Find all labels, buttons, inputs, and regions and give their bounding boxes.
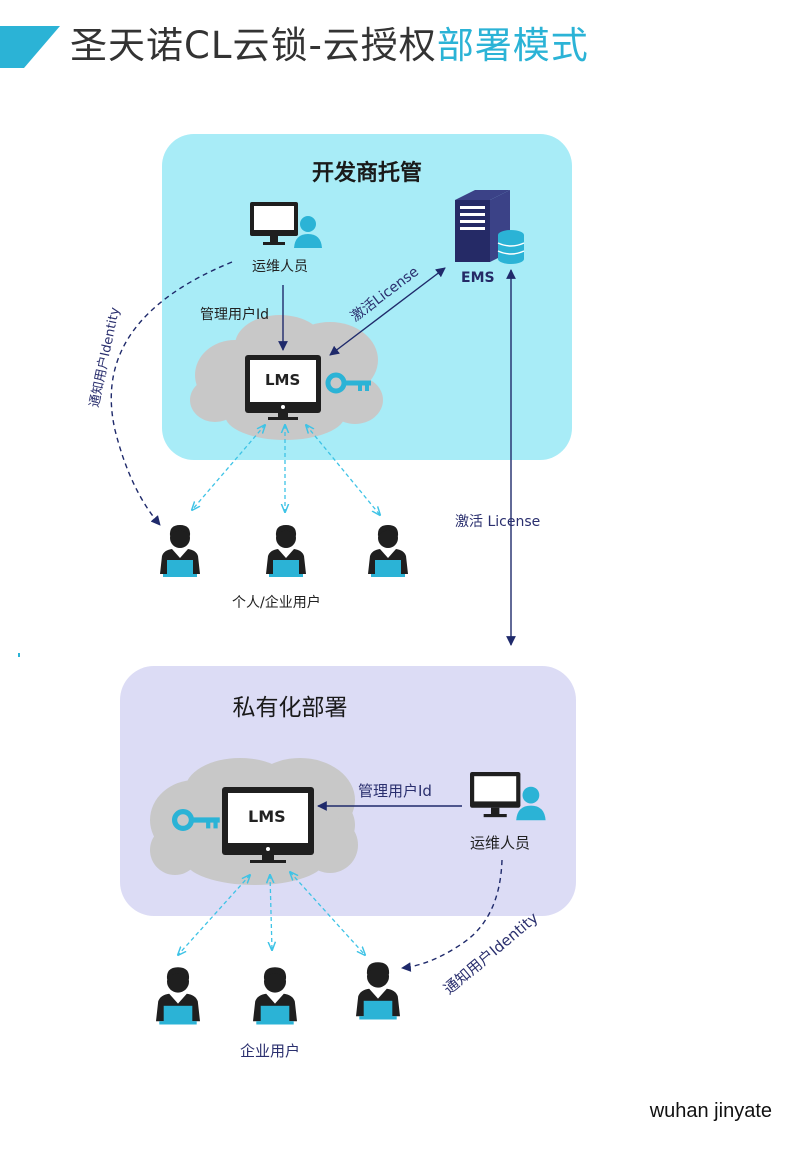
- bottom-user-icon-2: [253, 967, 297, 1025]
- top-user-icon-3: [368, 525, 408, 577]
- top-lms-monitor-icon: [245, 355, 321, 420]
- bottom-lms-monitor-icon: [222, 787, 314, 863]
- bottom-manage-label: 管理用户Id: [358, 782, 432, 800]
- bottom-notify-label: 通知用户Identity: [440, 909, 542, 998]
- top-panel-title: 开发商托管: [311, 161, 422, 186]
- top-manage-label: 管理用户Id: [200, 307, 270, 323]
- bottom-user-link-middle: [270, 875, 272, 950]
- top-activate-arrow: [329, 267, 446, 356]
- top-user-icon-1: [160, 525, 200, 577]
- bottom-user-icon-3: [356, 962, 400, 1020]
- page-title-accent: 部署模式: [436, 24, 589, 67]
- page-title-main: 圣天诺CL云锁-云授权: [70, 24, 437, 67]
- bottom-users-label: 企业用户: [240, 1042, 301, 1060]
- watermark-text: wuhan jinyate: [649, 1100, 772, 1122]
- top-user-link-left: [192, 425, 265, 510]
- bottom-user-link-right: [290, 872, 365, 955]
- ems-activate-label: 激活 License: [455, 514, 541, 530]
- bottom-panel-title: 私有化部署: [232, 695, 348, 721]
- bottom-ops-label: 运维人员: [470, 834, 531, 852]
- bottom-user-icon-1: [156, 967, 200, 1025]
- bottom-user-link-left: [178, 875, 250, 955]
- top-user-link-right: [306, 425, 380, 515]
- top-user-icon-2: [266, 525, 306, 577]
- top-notify-label: 通知用户Identity: [86, 306, 123, 409]
- top-users-label: 个人/企业用户: [232, 595, 321, 611]
- bottom-lms-label: LMS: [248, 807, 286, 826]
- top-lms-label: LMS: [265, 371, 301, 389]
- ems-server-icon: [455, 190, 525, 264]
- title-accent-bar: [0, 26, 60, 68]
- top-ops-label: 运维人员: [252, 259, 308, 275]
- bottom-notify-arrow: [401, 859, 503, 972]
- ems-label: EMS: [461, 270, 495, 286]
- page-title: 圣天诺CL云锁-云授权部署模式: [70, 22, 589, 70]
